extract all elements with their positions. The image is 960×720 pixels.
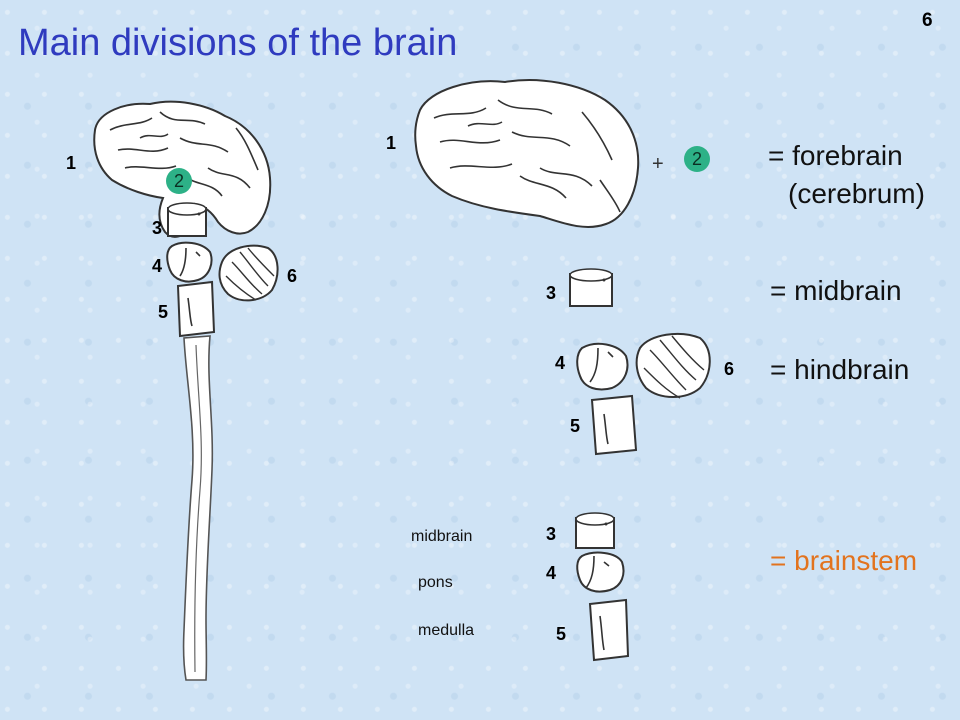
midbrain-icon xyxy=(167,202,207,237)
label-5-brainstem: 5 xyxy=(556,624,567,644)
medulla-icon xyxy=(588,598,630,662)
label-4-left: 4 xyxy=(152,256,163,276)
label-3-brainstem: 3 xyxy=(546,524,557,544)
part-pons-text: pons xyxy=(418,574,453,591)
brain-cerebrum-icon xyxy=(414,79,640,228)
slide-title: Main divisions of the brain xyxy=(18,22,458,64)
badge-2-left: 2 xyxy=(166,168,192,194)
pons-icon xyxy=(576,342,629,391)
midbrain-icon xyxy=(575,512,615,549)
label-3-left: 3 xyxy=(152,218,163,238)
label-4-hindbrain: 4 xyxy=(555,353,566,373)
label-4-brainstem: 4 xyxy=(546,563,557,583)
cerebellum-icon xyxy=(218,244,279,302)
brainstem-label: = brainstem xyxy=(770,545,918,576)
slide-number: 6 xyxy=(922,10,933,31)
badge-2-right: 2 xyxy=(684,146,710,172)
medulla-icon xyxy=(176,280,216,338)
label-6-hindbrain: 6 xyxy=(724,359,735,379)
midbrain-label: = midbrain xyxy=(770,275,902,306)
part-medulla-text: medulla xyxy=(418,622,475,639)
label-5-left: 5 xyxy=(158,302,169,322)
label-1-left: 1 xyxy=(66,153,77,173)
part-midbrain-text: midbrain xyxy=(411,528,473,545)
cerebrum-label: (cerebrum) xyxy=(788,178,925,209)
label-6-left: 6 xyxy=(287,266,298,286)
cerebellum-icon xyxy=(635,332,711,399)
label-3-midbrain: 3 xyxy=(546,283,557,303)
hindbrain-label: = hindbrain xyxy=(770,354,910,385)
medulla-icon xyxy=(590,394,638,456)
midbrain-icon xyxy=(569,268,613,307)
pons-icon xyxy=(166,241,213,283)
forebrain-label: = forebrain xyxy=(768,140,903,171)
pons-icon xyxy=(576,551,625,593)
spinal-cord-icon xyxy=(182,335,214,681)
label-5-hindbrain: 5 xyxy=(570,416,581,436)
plus-sign: + xyxy=(652,153,664,175)
label-1-right: 1 xyxy=(386,133,397,153)
